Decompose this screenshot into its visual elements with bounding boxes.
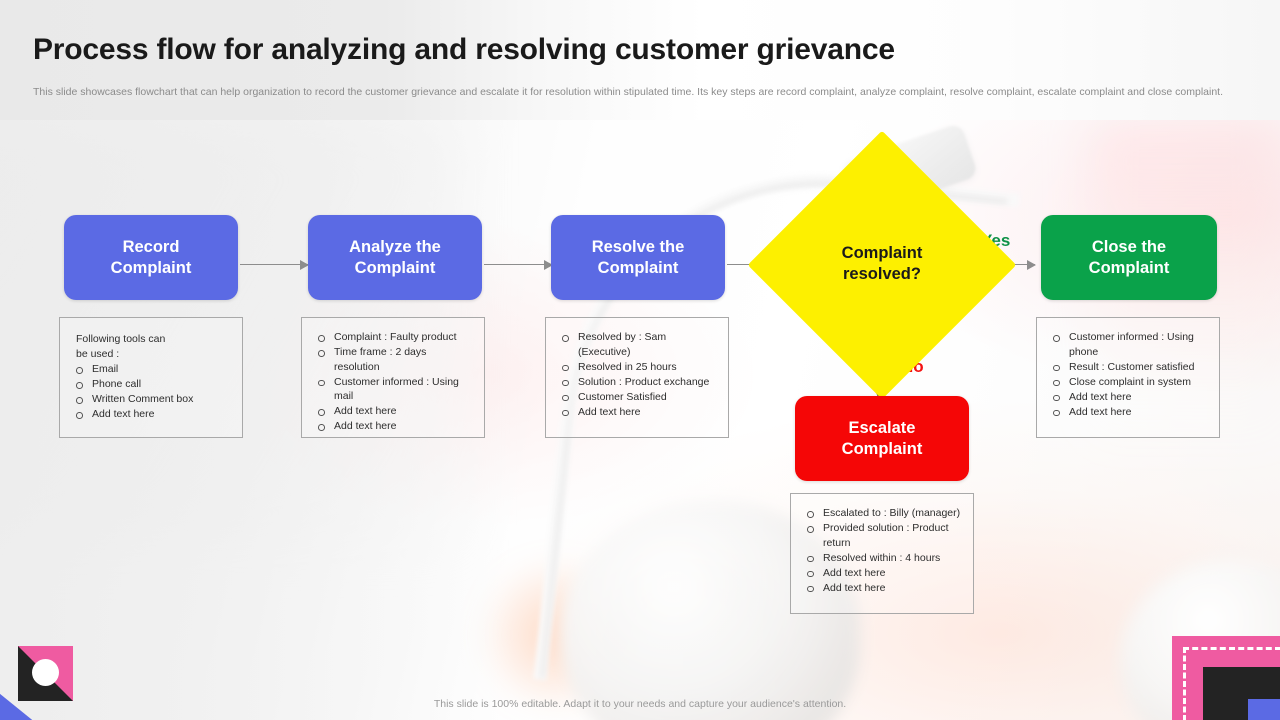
list-item: Add text here (314, 404, 474, 419)
corner-decoration (1172, 636, 1280, 720)
card-escalate-complaint-list: Escalated to : Billy (manager) Provided … (803, 506, 963, 595)
list-item: be used : (76, 348, 120, 360)
list-item: Escalated to : Billy (manager) (803, 506, 963, 521)
connector-record-to-analyze (240, 258, 309, 273)
header-background (0, 0, 1280, 120)
logo (18, 646, 73, 701)
list-item: Time frame : 2 days resolution (314, 345, 474, 374)
list-item: Customer Satisfied (558, 390, 718, 405)
card-resolve-complaint-list: Resolved by : Sam (Executive) Resolved i… (558, 330, 718, 419)
card-close-complaint-list: Customer informed : Using phone Result :… (1049, 330, 1209, 419)
corner-blue-block (1248, 699, 1280, 720)
list-item: Customer informed : Using phone (1049, 330, 1209, 359)
list-item: Customer informed : Using mail (314, 375, 474, 404)
list-item: Resolved in 25 hours (558, 360, 718, 375)
list-item: Result : Customer satisfied (1049, 360, 1209, 375)
list-item: Email (72, 362, 232, 377)
logo-white-circle (32, 659, 59, 686)
card-resolve-complaint: Resolved by : Sam (Executive) Resolved i… (545, 317, 729, 438)
corner-dashed-border (1183, 647, 1280, 720)
card-escalate-complaint: Escalated to : Billy (manager) Provided … (790, 493, 974, 614)
page-title: Process flow for analyzing and resolving… (33, 33, 895, 66)
list-item: Phone call (72, 377, 232, 392)
list-item: Add text here (314, 419, 474, 434)
card-record-complaint: Following tools can be used : Email Phon… (59, 317, 243, 438)
card-analyze-complaint: Complaint : Faulty product Time frame : … (301, 317, 485, 438)
list-item: Add text here (1049, 405, 1209, 420)
list-item: Following tools can (76, 333, 166, 345)
card-close-complaint: Customer informed : Using phone Result :… (1036, 317, 1220, 438)
list-item: Close complaint in system (1049, 375, 1209, 390)
list-item: Complaint : Faulty product (314, 330, 474, 345)
connector-analyze-to-resolve (484, 258, 553, 273)
footer-note: This slide is 100% editable. Adapt it to… (433, 698, 847, 710)
list-item: Add text here (558, 405, 718, 420)
list-item: Solution : Product exchange (558, 375, 718, 390)
list-item: Add text here (1049, 390, 1209, 405)
header: Process flow for analyzing and resolving… (0, 0, 1280, 120)
page-subtitle: This slide showcases flowchart that can … (33, 86, 1224, 98)
list-item: Add text here (803, 566, 963, 581)
card-analyze-complaint-list: Complaint : Faulty product Time frame : … (314, 330, 474, 434)
list-item: Provided solution : Product return (803, 521, 963, 550)
list-item: Add text here (803, 581, 963, 596)
card-record-complaint-list: Following tools can be used : Email Phon… (72, 332, 232, 422)
list-item: Add text here (72, 407, 232, 422)
list-item: Resolved within : 4 hours (803, 551, 963, 566)
list-item: Written Comment box (72, 392, 232, 407)
list-item: Resolved by : Sam (Executive) (558, 330, 718, 359)
